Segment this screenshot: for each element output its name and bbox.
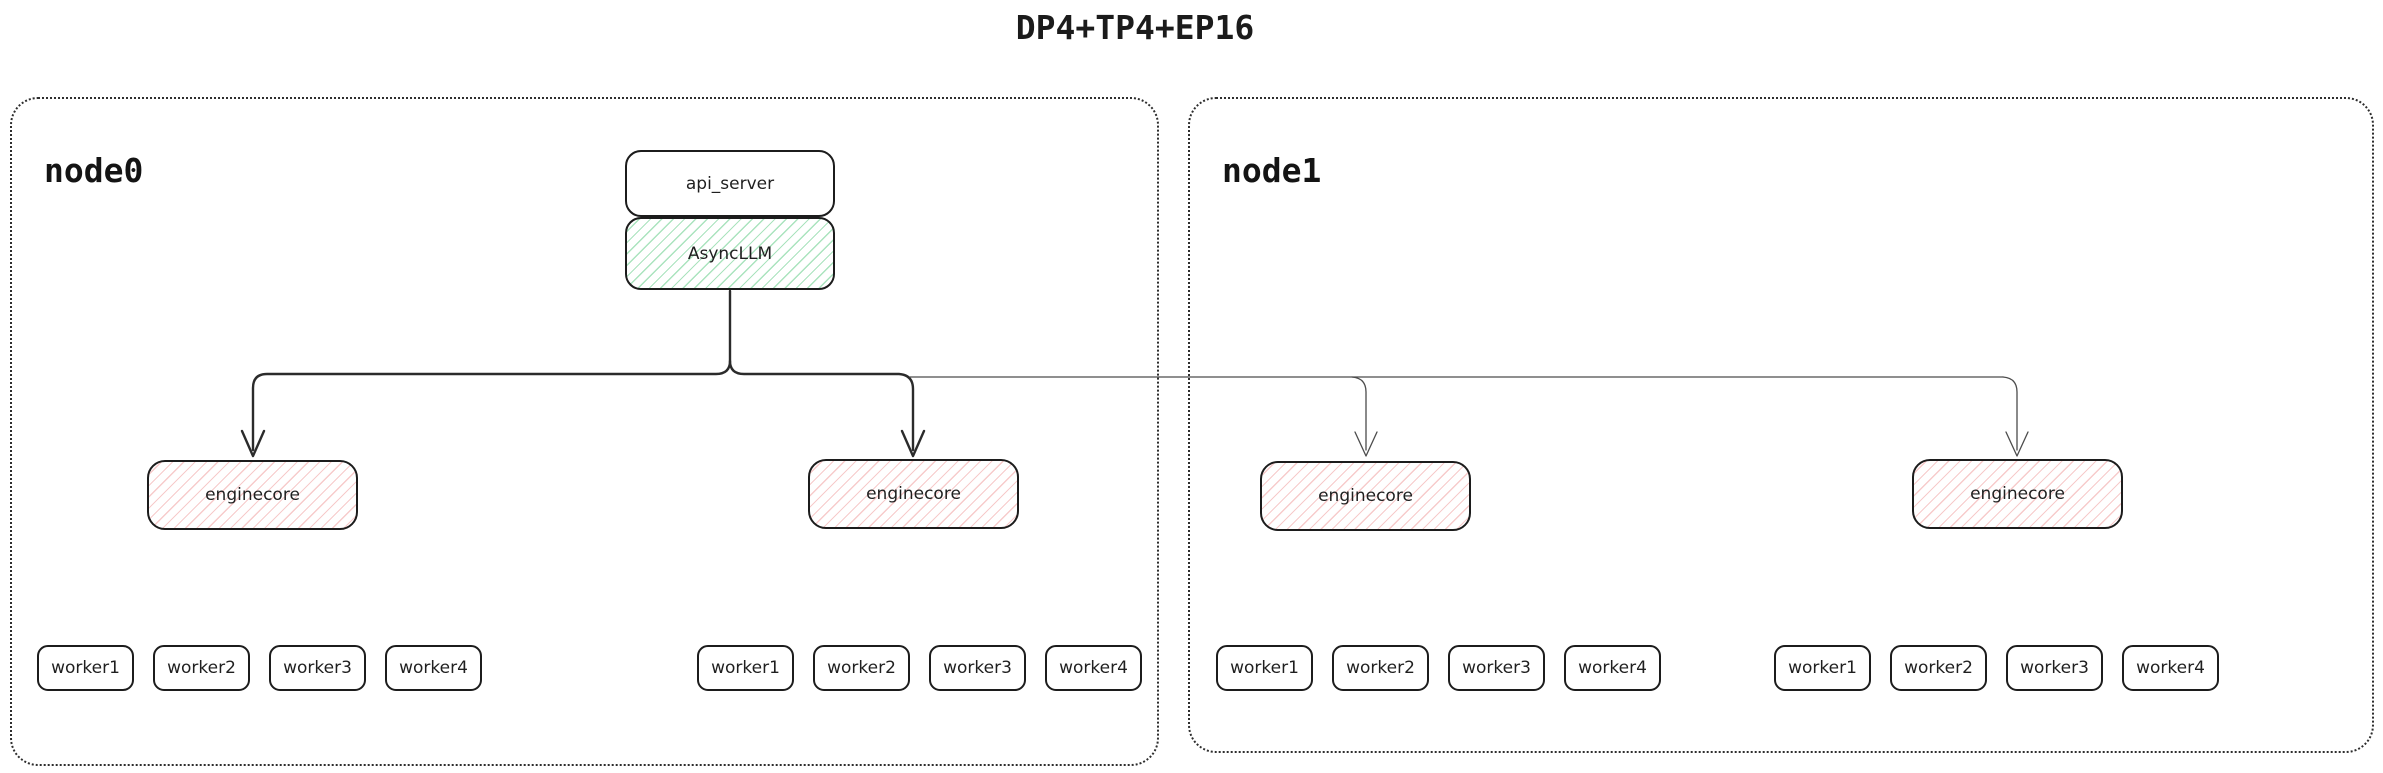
worker-label: worker4: [399, 658, 468, 678]
worker-box: worker4: [2122, 645, 2219, 691]
worker-box: worker3: [2006, 645, 2103, 691]
worker-label: worker4: [1059, 658, 1128, 678]
worker-group-node1-1: worker1 worker2 worker3 worker4: [1774, 645, 2219, 691]
worker-label: worker3: [1462, 658, 1531, 678]
worker-group-node1-0: worker1 worker2 worker3 worker4: [1216, 645, 1661, 691]
worker-box: worker4: [1564, 645, 1661, 691]
api-server-box: api_server: [625, 150, 835, 217]
worker-label: worker2: [1346, 658, 1415, 678]
asyncllm-label: AsyncLLM: [687, 243, 773, 264]
worker-box: worker3: [269, 645, 366, 691]
enginecore-box-node1-1: enginecore: [1912, 459, 2123, 529]
worker-box: worker2: [1332, 645, 1429, 691]
diagram-title: DP4+TP4+EP16: [1015, 8, 1255, 47]
node1-container: node1: [1188, 97, 2374, 753]
worker-label: worker4: [2136, 658, 2205, 678]
enginecore-label: enginecore: [1970, 484, 2065, 504]
enginecore-label: enginecore: [866, 484, 961, 504]
worker-label: worker4: [1578, 658, 1647, 678]
enginecore-label: enginecore: [1318, 486, 1413, 506]
node0-label: node0: [44, 151, 144, 190]
enginecore-box-node1-0: enginecore: [1260, 461, 1471, 531]
worker-box: worker1: [1216, 645, 1313, 691]
worker-label: worker1: [1230, 658, 1299, 678]
api-server-label: api_server: [685, 173, 775, 194]
worker-box: worker2: [153, 645, 250, 691]
worker-box: worker1: [1774, 645, 1871, 691]
worker-label: worker1: [1788, 658, 1857, 678]
node0-container: node0: [10, 97, 1159, 766]
worker-label: worker3: [283, 658, 352, 678]
worker-box: worker3: [1448, 645, 1545, 691]
worker-label: worker2: [827, 658, 896, 678]
worker-box: worker1: [697, 645, 794, 691]
worker-label: worker3: [2020, 658, 2089, 678]
worker-label: worker2: [1904, 658, 1973, 678]
asyncllm-box: AsyncLLM: [625, 217, 835, 290]
worker-box: worker4: [385, 645, 482, 691]
worker-box: worker2: [1890, 645, 1987, 691]
worker-group-node0-1: worker1 worker2 worker3 worker4: [697, 645, 1142, 691]
enginecore-box-node0-1: enginecore: [808, 459, 1019, 529]
worker-label: worker1: [51, 658, 120, 678]
worker-box: worker2: [813, 645, 910, 691]
worker-label: worker3: [943, 658, 1012, 678]
worker-box: worker4: [1045, 645, 1142, 691]
worker-label: worker2: [167, 658, 236, 678]
worker-box: worker1: [37, 645, 134, 691]
worker-label: worker1: [711, 658, 780, 678]
worker-group-node0-0: worker1 worker2 worker3 worker4: [37, 645, 482, 691]
node1-label: node1: [1222, 151, 1322, 190]
enginecore-box-node0-0: enginecore: [147, 460, 358, 530]
worker-box: worker3: [929, 645, 1026, 691]
enginecore-label: enginecore: [205, 485, 300, 505]
